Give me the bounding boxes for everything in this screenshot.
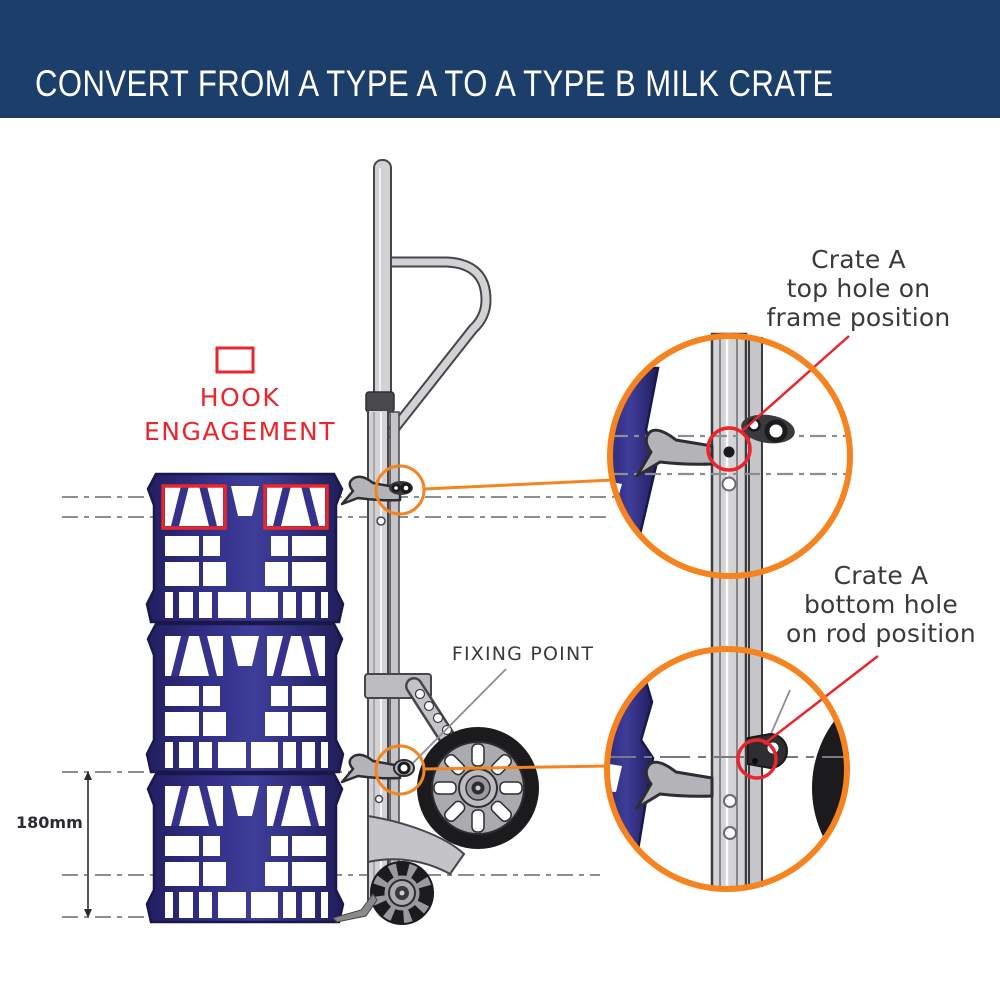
rail-hole-lower [374,794,384,804]
crate-a-bottom-line2: bottom hole [803,590,959,619]
header-banner: CONVERT FROM A TYPE A TO A TYPE B MILK C… [0,0,1000,118]
bottom-hole-red-highlight [736,738,778,780]
milk-crate-stack [145,472,345,924]
hook-engagement-label: HOOK ENGAGEMENT [128,381,352,449]
bottom-zoom-source-circle [374,744,426,796]
stair-climber-wheel [370,861,434,925]
bottom-hole-on-rod [752,758,758,764]
hook-engagement-marker [215,346,255,374]
truck-handle-outline [384,256,492,439]
dimension-arrow-up [84,771,92,780]
wheel-slots [433,743,523,833]
crate-a-top-line2: top hole on [786,274,931,303]
hook-engagement-box-left [161,484,227,530]
page-title: CONVERT FROM A TYPE A TO A TYPE B MILK C… [35,63,834,104]
crate-a-bottom-label: Crate A bottom hole on rod position [756,561,1000,648]
reference-dashed-lines [62,496,614,918]
rail-hole-upper [376,516,386,526]
top-hole-on-frame [723,446,735,458]
hook-engagement-box-right [263,484,329,530]
crate-a-top-line1: Crate A [811,245,906,274]
magnified-rail-hole [721,476,737,492]
bottom-zoom-connector [423,764,610,771]
hook-engagement-line1: HOOK [199,383,281,412]
top-zoom-source-circle [374,464,426,516]
crate-a-top-line3: frame position [766,303,951,332]
fixing-point-leader-line [412,668,507,764]
top-callout-ring [607,333,853,579]
truck-handle [386,258,490,437]
crate-a-bottom-line1: Crate A [833,561,929,590]
dimension-arrow-down [84,909,92,918]
magnifier-links [374,464,614,796]
hand-truck [332,159,539,925]
dimension-180mm [84,771,92,918]
crate-a-bottom-line3: on rod position [786,619,976,648]
bracket-holes [414,688,453,736]
fixing-point-label: FIXING POINT [451,643,595,665]
magnified-wheel [812,676,845,887]
main-wheel [417,727,539,849]
truck-pole [373,159,392,401]
toe-plate [332,893,378,923]
bottom-callout-ring [604,646,850,892]
crate-a-top-label: Crate A top hole on frame position [736,245,981,332]
top-zoom-connector [423,478,614,491]
lower-support-arm [367,814,466,876]
hook-engagement-line2: ENGAGEMENT [143,417,337,446]
hook-engagement-highlight-boxes [161,484,329,530]
dimension-label: 180mm [16,813,83,832]
bottom-red-leader-line [763,655,879,745]
top-hole-red-highlight [706,426,752,472]
top-red-leader-line [740,335,850,433]
